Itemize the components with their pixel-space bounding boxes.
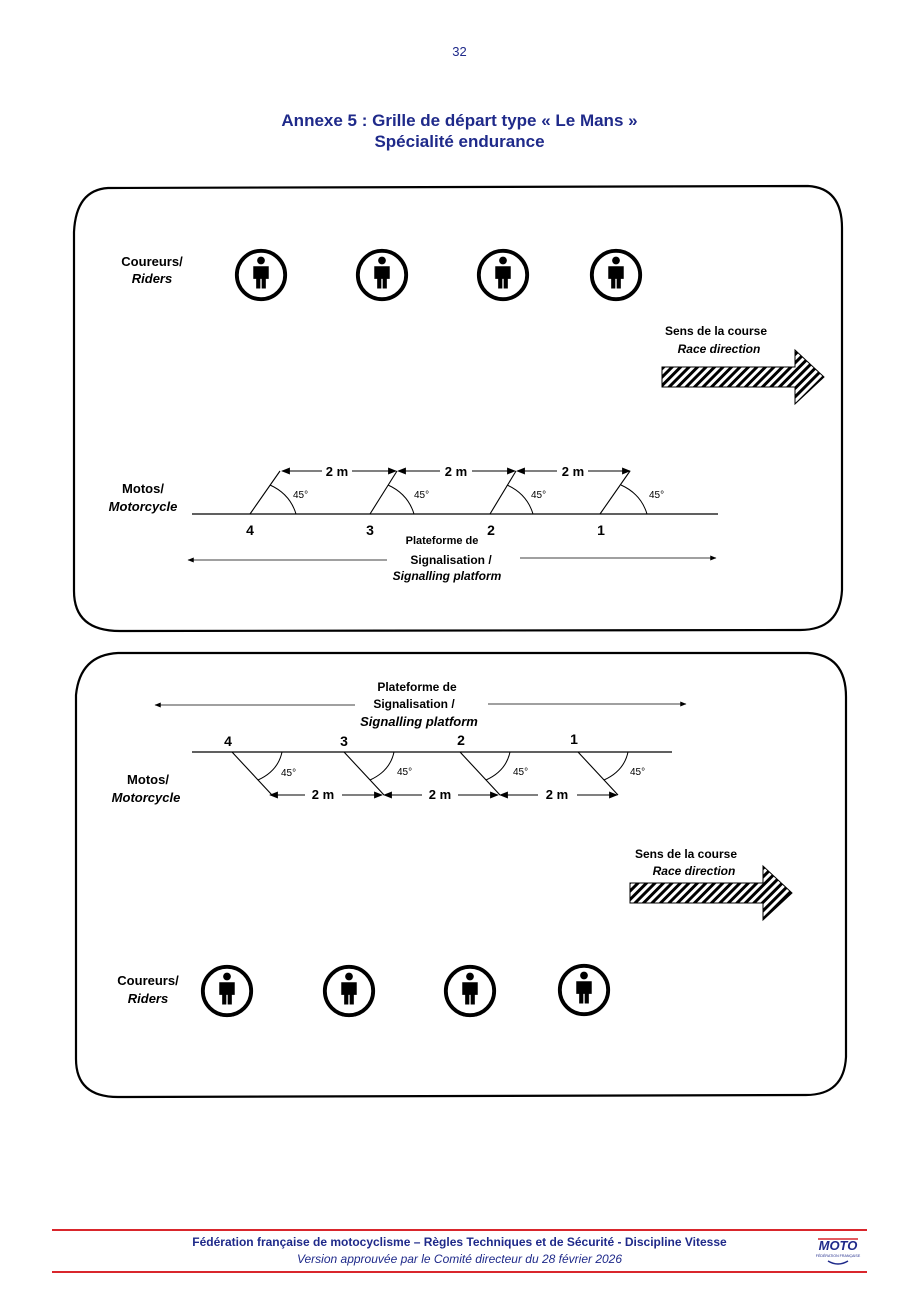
angle-mark-2 — [489, 470, 534, 515]
spacing-label: 2 m — [429, 787, 451, 802]
page-number: 32 — [452, 44, 467, 59]
race-direction-fr: Sens de la course — [665, 324, 767, 338]
angle-mark-3 — [369, 470, 415, 515]
angle-mark-3 — [343, 751, 395, 796]
motos-label-en: Motorcycle — [109, 499, 178, 514]
ffm-logo: MOTO FÉDÉRATION FRANÇAISE — [816, 1238, 861, 1265]
position-number: 2 — [457, 732, 465, 748]
motos-label-en: Motorcycle — [112, 790, 181, 805]
footer-text: Fédération française de motocyclisme – R… — [52, 1234, 867, 1268]
riders-label-fr: Coureurs/ — [121, 254, 183, 269]
riders-label-en: Riders — [132, 271, 172, 286]
angle-label: 45° — [649, 490, 664, 501]
motos-label-fr: Motos/ — [122, 481, 164, 496]
platform-label-1: Plateforme de — [406, 535, 479, 547]
footer-line-2: Version approuvée par le Comité directeu… — [296, 1252, 623, 1266]
page-title: Annexe 5 : Grille de départ type « Le Ma… — [0, 110, 919, 152]
rider-icon-3 — [355, 248, 409, 302]
rider-icon-1 — [589, 248, 643, 302]
race-direction-fr: Sens de la course — [635, 847, 737, 861]
footer-line-1: Fédération française de motocyclisme – R… — [192, 1235, 727, 1249]
platform-label-2: Signalisation / — [373, 697, 455, 711]
diagram-2: Plateforme de Signalisation / Signalling… — [74, 651, 848, 1099]
spacing-label: 2 m — [326, 464, 348, 479]
title-line-2: Spécialité endurance — [374, 132, 545, 151]
spacing-label: 2 m — [312, 787, 334, 802]
rider-icon-4 — [200, 964, 254, 1018]
race-direction-arrow — [661, 348, 825, 406]
angle-mark-4 — [249, 470, 297, 515]
footer-top-rule — [52, 1229, 867, 1231]
angle-mark-1 — [577, 751, 629, 796]
position-number: 3 — [366, 522, 374, 538]
position-number: 2 — [487, 522, 495, 538]
race-direction-arrow — [629, 864, 793, 922]
angle-mark-1 — [599, 470, 648, 515]
race-direction-en: Race direction — [678, 342, 761, 356]
rider-icon-2 — [443, 964, 497, 1018]
angle-mark-4 — [231, 751, 283, 796]
rider-icon-3 — [322, 964, 376, 1018]
spacing-label: 2 m — [445, 464, 467, 479]
angle-label: 45° — [513, 767, 528, 778]
angle-label: 45° — [281, 768, 296, 779]
position-number: 1 — [597, 522, 605, 538]
spacing-label: 2 m — [562, 464, 584, 479]
platform-label-1: Plateforme de — [377, 680, 457, 694]
logo-text: MOTO — [819, 1238, 858, 1253]
diagram-1: Coureurs/ Riders Sens de la course Race … — [72, 184, 844, 633]
title-line-1: Annexe 5 : Grille de départ type « Le Ma… — [281, 111, 638, 130]
logo-subtext: FÉDÉRATION FRANÇAISE — [816, 1253, 861, 1258]
angle-label: 45° — [293, 490, 308, 501]
angle-label: 45° — [531, 490, 546, 501]
rider-icon-1 — [557, 963, 611, 1017]
angle-label: 45° — [630, 767, 645, 778]
platform-label-3: Signalling platform — [393, 569, 502, 583]
angle-label: 45° — [397, 767, 412, 778]
race-direction-en: Race direction — [653, 864, 736, 878]
position-number: 4 — [224, 733, 232, 749]
platform-label-2: Signalisation / — [410, 553, 492, 567]
riders-label-en: Riders — [128, 991, 168, 1006]
rider-icon-4 — [234, 248, 288, 302]
spacing-label: 2 m — [546, 787, 568, 802]
position-number: 1 — [570, 731, 578, 747]
diagram-2-frame — [74, 651, 848, 1099]
footer-bottom-rule — [52, 1271, 867, 1273]
platform-label-3: Signalling platform — [360, 714, 478, 729]
riders-label-fr: Coureurs/ — [117, 973, 179, 988]
diagram-1-frame — [72, 184, 844, 633]
position-number: 4 — [246, 522, 254, 538]
angle-mark-2 — [459, 751, 511, 796]
angle-label: 45° — [414, 490, 429, 501]
motos-label-fr: Motos/ — [127, 772, 169, 787]
position-number: 3 — [340, 733, 348, 749]
rider-icon-2 — [476, 248, 530, 302]
